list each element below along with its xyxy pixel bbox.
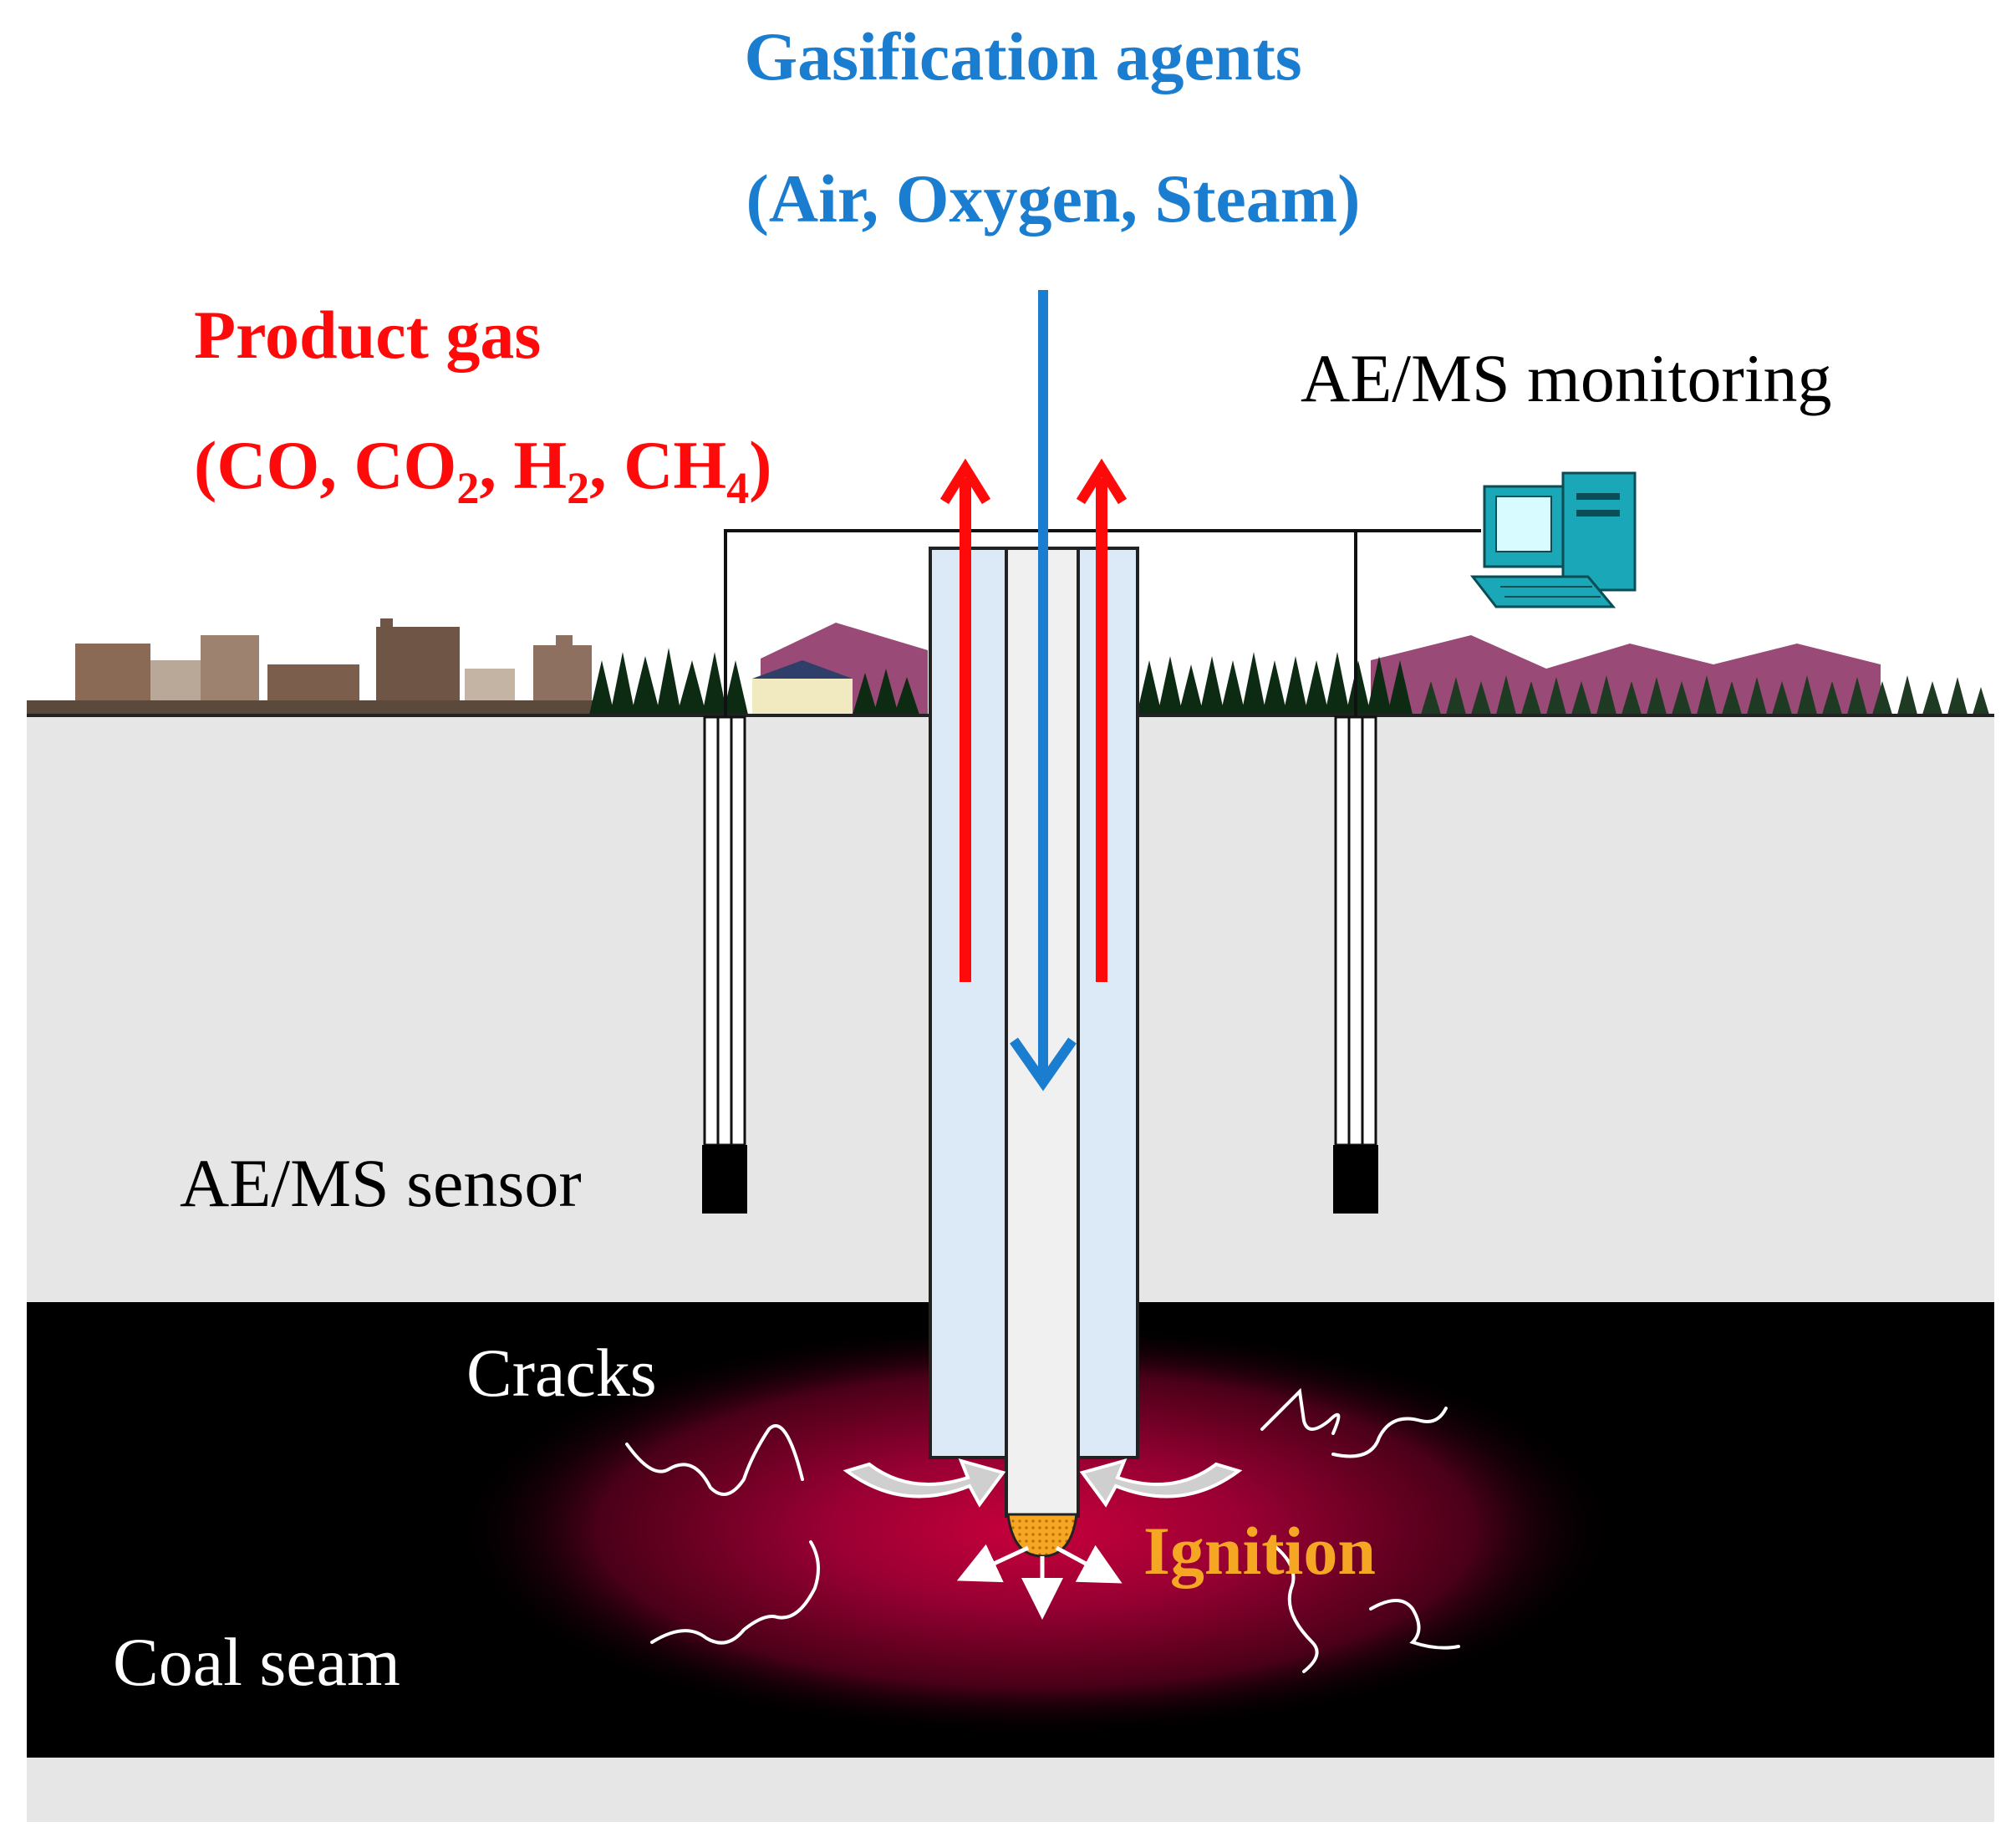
sensor-borehole-left [702,715,747,1214]
coal-seam-label: Coal seam [113,1624,400,1700]
computer-icon [1469,471,1637,608]
product-gas-title: Product gas [194,297,541,373]
sensor-label: AE/MS sensor [180,1145,582,1221]
surface-skyline [27,618,928,715]
product-gas-arrow-right [1076,458,1128,982]
ignition-spread-arrows [956,1544,1123,1620]
inflow-arrow-right [1079,1458,1243,1508]
monitoring-label: AE/MS monitoring [1301,340,1832,416]
product-gas-arrow-left [939,458,991,982]
ignition-label: Ignition [1143,1513,1376,1589]
crack-lines [625,1387,1460,1673]
cracks-label: Cracks [466,1335,657,1411]
gasification-agent-arrow [1010,290,1077,1092]
product-gas-list: (CO, CO2, H2, CH4) [194,427,771,513]
gasification-agents-list: (Air, Oxygen, Steam) [746,160,1361,237]
sensor-icon [1333,1145,1378,1214]
inflow-arrow-left [843,1458,1006,1508]
sensor-icon [702,1145,747,1214]
gasification-agents-title: Gasification agents [744,18,1301,94]
sensor-borehole-right [1333,715,1378,1214]
surface-forest [1137,635,1989,715]
